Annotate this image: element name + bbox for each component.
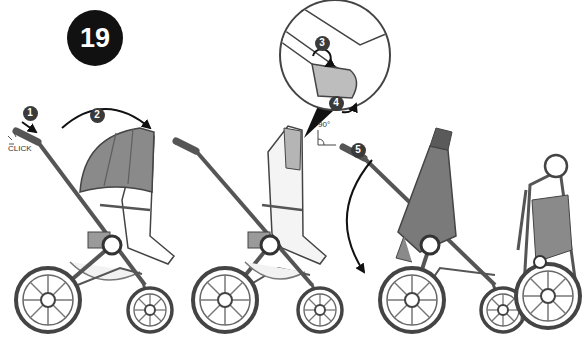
angle-label: 90° xyxy=(318,121,330,129)
callout-number: 5 xyxy=(351,143,366,158)
fold-hub xyxy=(534,256,546,268)
callout-number-text: 4 xyxy=(333,98,339,108)
step-badge: 19 xyxy=(67,10,123,66)
folded-bumper xyxy=(545,155,567,177)
folded-canopy xyxy=(430,128,452,150)
fold-hub xyxy=(103,236,121,254)
canopy xyxy=(80,128,154,192)
step-badge-text: 19 xyxy=(80,25,110,52)
folded-seat xyxy=(532,195,572,262)
circle-fill xyxy=(67,10,123,66)
footrest xyxy=(396,236,412,262)
handle-grip xyxy=(176,141,196,151)
handle-grip xyxy=(16,131,38,142)
armrest xyxy=(262,205,302,210)
frame-edge xyxy=(290,0,395,45)
callout-number: 4 xyxy=(329,96,344,111)
fold-arrow xyxy=(347,160,372,272)
circle-fill xyxy=(351,143,366,158)
callout-number-text: 3 xyxy=(319,38,325,48)
callout-number-text: 2 xyxy=(94,110,100,120)
front-wheel xyxy=(298,288,342,332)
angle-symbol xyxy=(318,130,336,145)
canopy-ribs xyxy=(104,129,133,186)
stroller-seat-folding xyxy=(343,128,525,332)
callout-number-text: 5 xyxy=(355,145,361,155)
circle-fill xyxy=(329,96,344,111)
front-wheel xyxy=(128,288,172,332)
callout-number-text: 1 xyxy=(27,108,33,118)
folded-canopy xyxy=(284,128,301,170)
click-label: CLICK xyxy=(8,145,32,153)
release-tab xyxy=(312,64,357,98)
circle-fill xyxy=(23,106,38,121)
stroller-folded xyxy=(516,155,580,328)
click-marks xyxy=(8,133,16,144)
armrest xyxy=(100,205,150,210)
fold-hub xyxy=(421,236,439,254)
stroller-open xyxy=(8,109,174,332)
rotate-arrow xyxy=(313,49,331,66)
turn-arrow xyxy=(342,104,356,112)
callout-number: 3 xyxy=(315,36,330,51)
press-arrow xyxy=(22,122,36,132)
rear-wheel xyxy=(380,268,444,332)
callout-number: 2 xyxy=(90,108,105,123)
pointer-wedge xyxy=(304,106,334,138)
folded-handle xyxy=(518,190,526,250)
fold-arrow xyxy=(62,109,150,128)
rear-wheel xyxy=(16,268,80,332)
callout-number: 1 xyxy=(23,106,38,121)
detail-magnifier xyxy=(270,0,395,145)
stroller-canopy-folded xyxy=(176,126,342,332)
circle-fill xyxy=(315,36,330,51)
magnifier-ring xyxy=(280,0,390,110)
circle-fill xyxy=(90,108,105,123)
folded-wheel xyxy=(516,264,580,328)
magnified-detail xyxy=(270,0,395,98)
fold-hub xyxy=(261,236,279,254)
rear-wheel xyxy=(193,268,257,332)
